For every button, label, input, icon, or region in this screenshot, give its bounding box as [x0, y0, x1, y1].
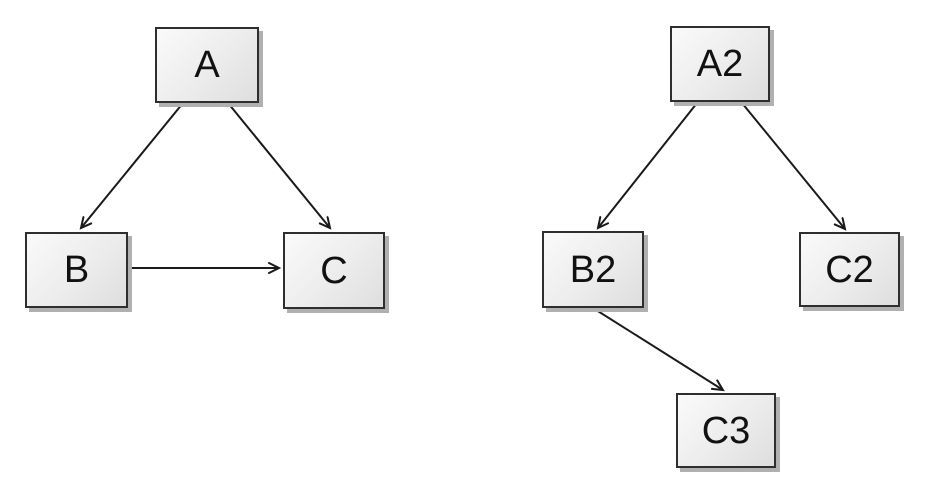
node-A-label: A — [194, 44, 220, 86]
node-C2-label: C2 — [825, 248, 874, 291]
node-C3-label: C3 — [701, 409, 751, 452]
node-C3: C3 — [676, 393, 776, 468]
node-B2-label: B2 — [569, 248, 617, 291]
node-B: B — [25, 232, 128, 308]
node-A2: A2 — [670, 26, 770, 102]
edge-A-B — [79, 102, 184, 230]
node-A: A — [155, 27, 259, 103]
edge-A-C — [227, 102, 332, 230]
node-B2: B2 — [542, 231, 644, 308]
node-B-label: B — [63, 249, 90, 291]
node-C: C — [283, 232, 385, 309]
edge-A2-B2 — [596, 102, 698, 230]
edge-B2-C3 — [592, 307, 725, 392]
node-A2-label: A2 — [696, 43, 744, 85]
node-C2: C2 — [799, 232, 900, 307]
edge-A2-C2 — [741, 102, 847, 231]
node-C-label: C — [320, 249, 348, 292]
